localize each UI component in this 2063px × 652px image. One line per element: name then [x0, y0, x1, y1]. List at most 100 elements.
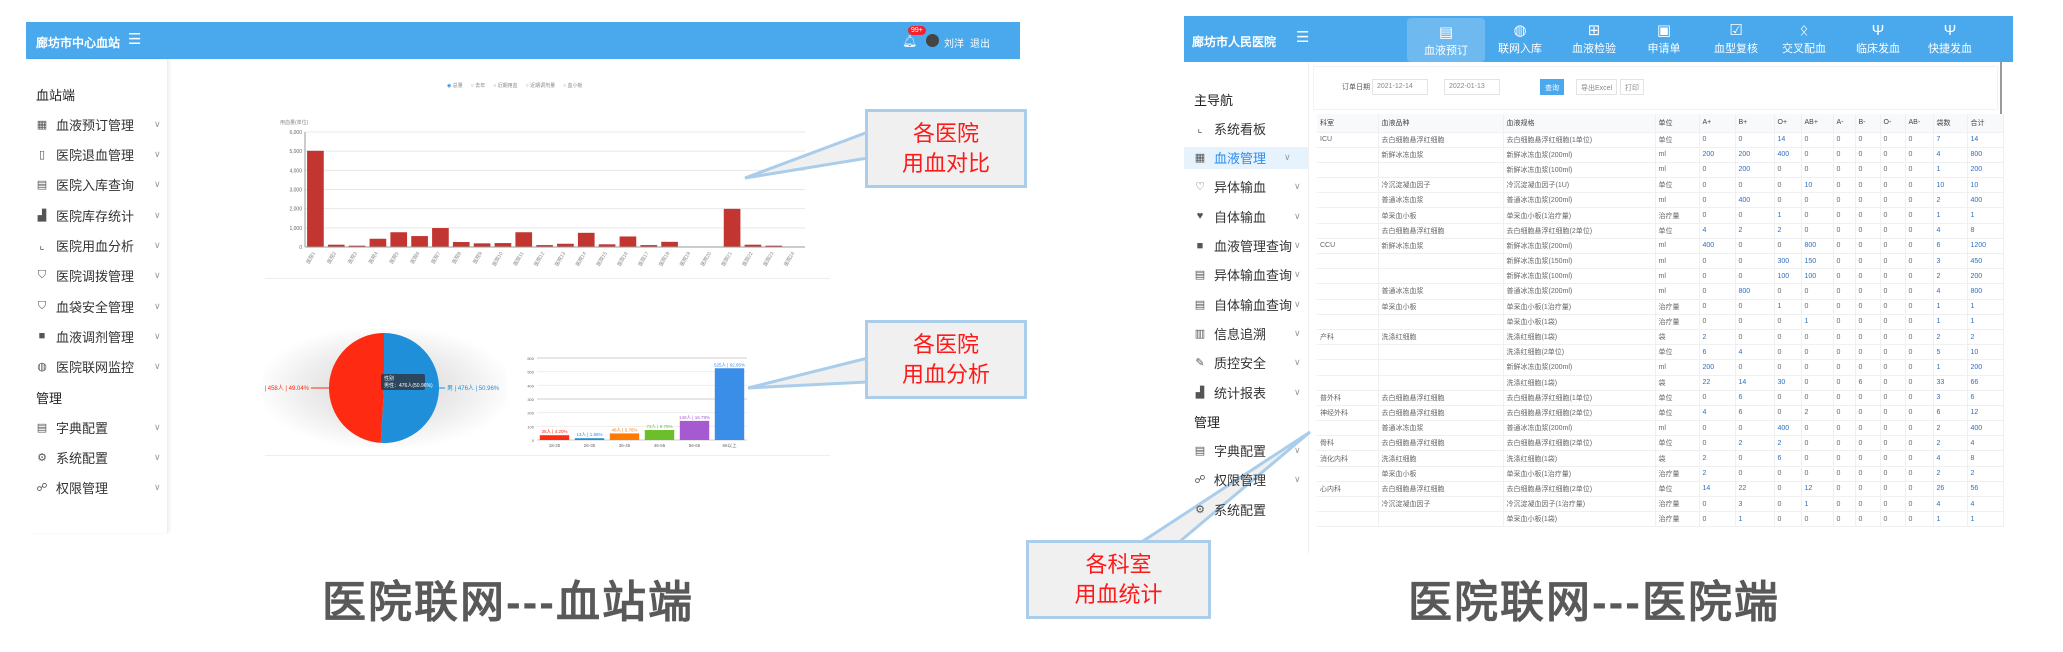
- table-cell: 66: [1967, 375, 2004, 391]
- column-header[interactable]: 袋数: [1933, 114, 1968, 133]
- query-button[interactable]: 查询: [1540, 79, 1564, 95]
- sidebar-item-4[interactable]: ■血液管理查询∨: [1194, 235, 1301, 257]
- table-cell: 2: [1933, 435, 1968, 452]
- sidebar-item-6[interactable]: ▤自体输血查询∨: [1194, 293, 1301, 315]
- sidebar-item-label: 血液管理查询: [1214, 239, 1293, 254]
- table-cell: [1317, 253, 1379, 270]
- sidebar-item-9[interactable]: ▟统计报表∨: [1194, 381, 1301, 403]
- filter-radio-2[interactable]: ○ 近期用血: [493, 82, 517, 89]
- filter-radio-3[interactable]: ○ 近期调剂量: [526, 82, 555, 89]
- column-header[interactable]: A+: [1699, 114, 1736, 133]
- table-cell: 0: [1855, 299, 1881, 315]
- export-excel-button[interactable]: 导出Excel: [1576, 79, 1618, 95]
- nav-血液预订[interactable]: ▤血液预订: [1407, 18, 1485, 62]
- sidebar-item-1[interactable]: ⚙系统配置∨: [36, 447, 161, 469]
- table-cell: 0: [1801, 207, 1834, 224]
- table-cell: 4: [1933, 283, 1968, 300]
- column-header[interactable]: B-: [1855, 114, 1881, 133]
- table-cell: 150: [1801, 253, 1834, 270]
- print-button[interactable]: 打印: [1620, 79, 1644, 95]
- notification-badge: 99+: [908, 26, 926, 35]
- column-header[interactable]: 科室: [1317, 114, 1379, 133]
- table-cell: 0: [1833, 299, 1856, 315]
- shield-icon: ⛉: [37, 299, 47, 312]
- end-date-input[interactable]: 2022-01-13: [1444, 79, 1500, 95]
- table-cell: 袋: [1655, 375, 1700, 391]
- sidebar-item-1[interactable]: ☍权限管理∨: [1194, 469, 1300, 491]
- filter-radio-0[interactable]: ◉ 总量: [447, 82, 463, 89]
- sidebar-item-8[interactable]: ◍医院联网监控∨: [36, 356, 160, 378]
- sidebar-item-5[interactable]: ⛉医院调拨管理∨: [36, 265, 161, 287]
- table-cell: 1: [1774, 299, 1802, 315]
- menu-toggle-icon[interactable]: ☰: [128, 31, 142, 48]
- filter-radio-4[interactable]: ○ 血小板: [563, 82, 582, 89]
- table-cell: 去白细胞悬浮红细胞: [1378, 132, 1504, 148]
- sidebar-item-8[interactable]: ✎质控安全∨: [1194, 352, 1300, 374]
- sidebar-item-2[interactable]: ⚙系统配置: [1194, 498, 1266, 520]
- sidebar-item-1[interactable]: ▦血液管理∨: [1184, 146, 1308, 169]
- table-cell: [1317, 223, 1379, 239]
- medkit-icon: ⊞: [1587, 22, 1601, 39]
- table-cell: 0: [1833, 268, 1856, 285]
- pie-label-female: 女 | 458人 | 49.04%: [263, 384, 310, 392]
- sidebar-item-6[interactable]: ⛉血袋安全管理∨: [36, 295, 161, 317]
- sidebar-item-5[interactable]: ▤异体输血查询∨: [1194, 264, 1301, 286]
- avatar[interactable]: [926, 34, 939, 47]
- sidebar-item-0[interactable]: ▤字典配置∨: [36, 416, 161, 438]
- column-header[interactable]: 合计: [1967, 114, 2004, 133]
- sidebar-item-3[interactable]: ▟医院库存统计∨: [36, 204, 161, 226]
- sidebar-item-2[interactable]: ☍权限管理∨: [36, 477, 160, 499]
- column-header[interactable]: AB+: [1801, 114, 1834, 133]
- column-header[interactable]: 单位: [1655, 114, 1700, 133]
- table-cell: 去白细胞悬浮红细胞: [1378, 390, 1504, 406]
- filter-panel: 订单日期 2021-12-14 2022-01-13 查询 导出Excel 打印: [1313, 66, 1998, 110]
- table-cell: 普通冰冻血浆: [1378, 192, 1504, 209]
- table-cell: 0: [1774, 162, 1802, 179]
- user-name[interactable]: 刘洋: [944, 39, 964, 50]
- bell-icon[interactable]: 🔔︎: [902, 34, 918, 48]
- start-date-input[interactable]: 2021-12-14: [1372, 79, 1428, 95]
- logout-link[interactable]: 退出: [970, 39, 990, 50]
- column-header[interactable]: 血液品种: [1378, 114, 1504, 133]
- menu-toggle-icon[interactable]: ☰: [1296, 29, 1310, 46]
- nav-申请单[interactable]: ▣申请单: [1631, 16, 1697, 62]
- sidebar-item-1[interactable]: ▯医院退血管理∨: [36, 144, 161, 166]
- sidebar-item-3[interactable]: ♥自体输血∨: [1194, 205, 1301, 227]
- sidebar-item-2[interactable]: ♡异体输血∨: [1194, 176, 1301, 198]
- column-header[interactable]: 血液规格: [1503, 114, 1656, 133]
- filter-radio-1[interactable]: ○ 去年: [471, 82, 485, 89]
- station-logo-title: 廊坊市中心血站: [36, 36, 121, 50]
- table-cell: 洗涤红细胞: [1378, 329, 1504, 346]
- table-cell: 200: [1699, 147, 1736, 163]
- dna-icon: ᛟ: [1799, 22, 1809, 39]
- table-cell: 冷沉淀凝血因子(1治疗量): [1503, 496, 1656, 513]
- table-cell: 2: [1967, 329, 2004, 346]
- sidebar-item-4[interactable]: ⌞医院用血分析∨: [36, 235, 160, 257]
- bar: [619, 236, 637, 247]
- sidebar-item-0[interactable]: ▤字典配置∨: [1194, 440, 1301, 462]
- column-header[interactable]: O-: [1880, 114, 1906, 133]
- column-header[interactable]: AB-: [1905, 114, 1934, 133]
- sidebar-item-0[interactable]: ▦血液预订管理∨: [36, 113, 161, 135]
- table-cell: 0: [1774, 344, 1802, 361]
- column-header[interactable]: O+: [1774, 114, 1802, 133]
- table-cell: 0: [1833, 329, 1856, 346]
- nav-血液检验[interactable]: ⊞血液检验: [1561, 16, 1627, 62]
- nav-联网入库[interactable]: ◍联网入库: [1487, 16, 1553, 62]
- sidebar-item-7[interactable]: ▥信息追溯∨: [1194, 322, 1301, 344]
- table-cell: 1: [1967, 314, 2004, 330]
- sidebar-item-0[interactable]: ⌞系统看板: [1194, 117, 1266, 139]
- scrollbar[interactable]: [2000, 62, 2002, 132]
- column-header[interactable]: B+: [1735, 114, 1775, 133]
- nav-血型复核[interactable]: ☑血型复核: [1703, 16, 1769, 62]
- station-sidebar: 血站端▦血液预订管理∨▯医院退血管理∨▤医院入库查询∨▟医院库存统计∨⌞医院用血…: [26, 59, 168, 533]
- nav-label: 血液预订: [1424, 45, 1468, 57]
- sidebar-item-7[interactable]: ■血液调剂管理∨: [36, 325, 161, 347]
- table-cell: 30: [1774, 375, 1802, 391]
- sidebar-item-2[interactable]: ▤医院入库查询∨: [36, 174, 161, 196]
- column-header[interactable]: A-: [1833, 114, 1856, 133]
- table-cell: 0: [1699, 435, 1736, 452]
